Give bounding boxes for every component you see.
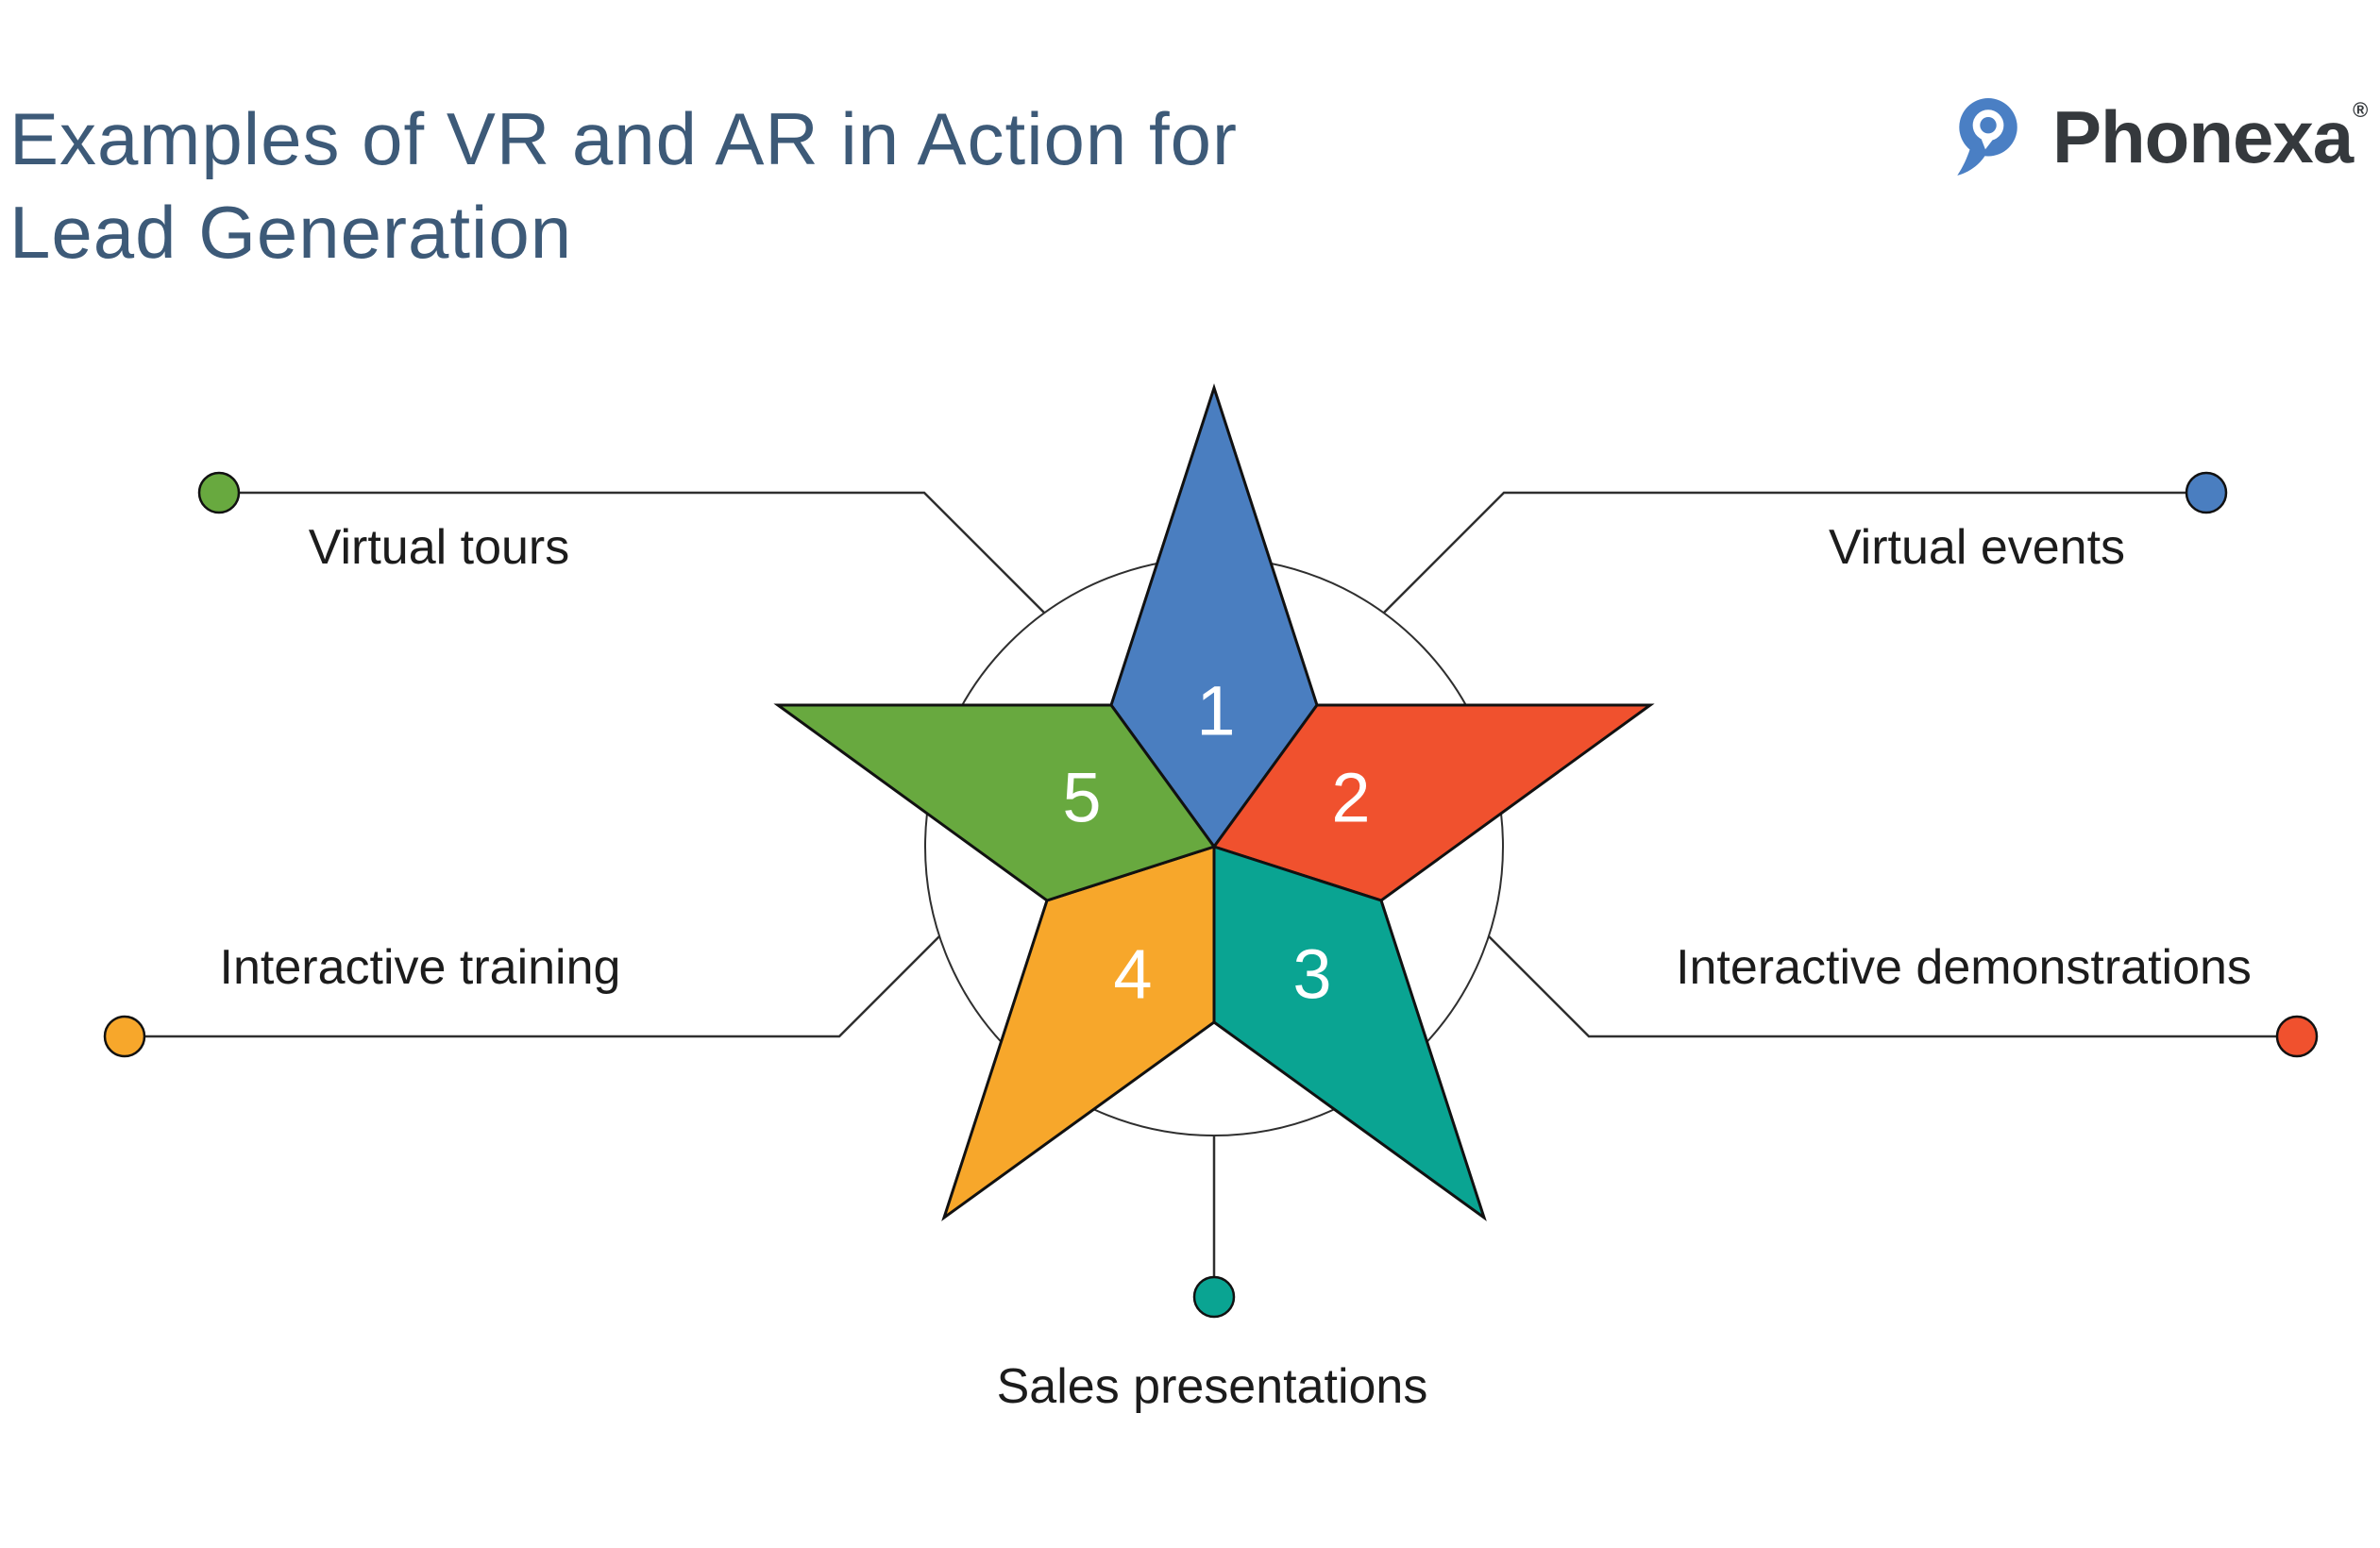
logo-inner-dot	[1980, 116, 1997, 133]
dot-sales-presentations	[1192, 1275, 1236, 1319]
label-virtual-tours: Virtual tours	[309, 520, 570, 575]
label-interactive-training: Interactive training	[220, 940, 621, 995]
connector-left	[125, 935, 940, 1038]
logo-wordmark: Phonexa ®	[2052, 94, 2368, 180]
segment-number-3: 3	[1292, 935, 1331, 1014]
logo-brand-name: Phonexa	[2052, 95, 2354, 178]
logo-inner-white-point	[1980, 136, 1996, 149]
segment-number-2: 2	[1331, 759, 1370, 837]
dot-virtual-events	[2185, 471, 2228, 514]
connector-top-right	[1383, 491, 2206, 614]
star-segment-4	[941, 844, 1216, 1221]
dot-interactive-training	[103, 1015, 146, 1058]
segment-number-4: 4	[1113, 935, 1152, 1014]
logo-bubble-tail	[1957, 148, 1985, 176]
segment-number-5: 5	[1062, 759, 1101, 837]
page-title-line2: Lead Generation	[9, 191, 573, 274]
dot-interactive-demonstrations	[2275, 1015, 2319, 1058]
phonexa-logo-icon	[1957, 97, 2017, 176]
phonexa-logo: Phonexa ®	[1956, 94, 2368, 180]
star-segment-3	[1212, 844, 1487, 1221]
label-virtual-events: Virtual events	[1829, 520, 2125, 575]
label-sales-presentations: Sales presentations	[997, 1359, 1428, 1414]
page-title-line1: Examples of VR and AR in Action for	[9, 97, 1238, 180]
page-title: Examples of VR and AR in Action for Lead…	[9, 93, 1238, 279]
dot-virtual-tours	[197, 471, 241, 514]
label-interactive-demonstrations: Interactive demonstrations	[1676, 940, 2252, 995]
star-segment-5	[773, 703, 1217, 902]
connector-top-left	[219, 491, 1045, 614]
connector-right	[1488, 935, 2297, 1038]
registered-trademark-symbol: ®	[2353, 98, 2368, 122]
segment-number-1: 1	[1196, 672, 1235, 750]
